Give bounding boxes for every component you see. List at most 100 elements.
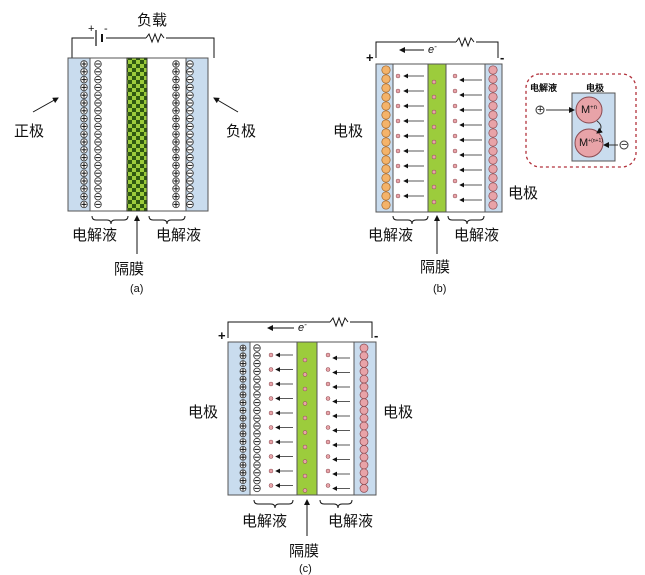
ion-dot [452, 118, 458, 124]
positive-label: 正极 [14, 122, 44, 140]
ion-dot [452, 148, 458, 154]
electrolyte-brace-right-c [319, 499, 353, 509]
electrode-particle-icon [381, 83, 391, 93]
svg-text:−: − [621, 139, 627, 151]
separator-b [427, 63, 447, 213]
inset-redox: 电解液 电极 M+n M+(n+1) + − [525, 73, 637, 168]
ion-dot [395, 73, 401, 79]
ion-dot [395, 148, 401, 154]
separator-label-c: 隔膜 [289, 542, 319, 560]
electrode-particle-icon [359, 445, 369, 454]
ion-dot [431, 94, 437, 100]
electrolyte-label-right: 电解液 [156, 226, 201, 244]
electrode-particle-icon [381, 146, 391, 156]
electrolyte-label-right-b: 电解液 [454, 226, 499, 244]
minus-charge-icon [619, 140, 629, 150]
electrode-particle-icon [488, 110, 498, 120]
electrode-particle-icon [381, 128, 391, 138]
electrode-label-right-b: 电极 [508, 184, 538, 202]
electrode-particle-icon [488, 191, 498, 201]
ion-dot [452, 193, 458, 199]
electrode-particle-icon [359, 398, 369, 407]
electron-symbol-c: e- [298, 320, 307, 334]
ion-dot [431, 169, 437, 175]
electrode-particle-icon [488, 155, 498, 165]
ion-dot [452, 88, 458, 94]
electrolyte-brace-right-b [447, 215, 485, 225]
minus-sign-b: - [500, 50, 504, 65]
electrode-particle-icon [488, 146, 498, 156]
minus-sign-c: - [374, 328, 378, 343]
ion-dot [431, 139, 437, 145]
negative-pointer [213, 97, 239, 113]
electrode-label-right-c: 电极 [383, 403, 413, 421]
ion-dot [431, 79, 437, 85]
ion-dot [395, 193, 401, 199]
resistor-icon-c [329, 316, 349, 328]
electrode-particle-icon [488, 137, 498, 147]
electrode-particle-icon [488, 65, 498, 75]
ion-dot [395, 163, 401, 169]
ion-dot [302, 415, 308, 421]
inset-electrode-label: 电极 [586, 82, 605, 94]
electrode-particle-icon [359, 468, 369, 478]
electron-symbol-b: e- [428, 42, 437, 56]
electrode-particle-icon [381, 191, 391, 201]
resistor-icon-b [455, 36, 475, 48]
plus-charge-icon [535, 105, 545, 115]
ion-dot [302, 430, 308, 435]
ion-dot [431, 184, 437, 190]
electrolyte-brace-right [148, 215, 186, 225]
electrode-particle-icon [359, 413, 369, 423]
ion-dot [431, 199, 437, 205]
electrode-particle-icon [359, 351, 369, 361]
electrolyte-brace-left-b [392, 215, 429, 225]
redox-curve-arrow [596, 120, 603, 134]
ion-dot [452, 103, 458, 109]
ion-dot [395, 88, 401, 94]
electrolyte-label-left-b: 电解液 [368, 226, 413, 244]
electrode-particle-icon [381, 173, 391, 183]
load-label: 负载 [137, 11, 167, 29]
svg-text:+: + [537, 104, 543, 116]
ion-dot [452, 133, 458, 139]
electrode-particle-icon [488, 200, 498, 210]
ion-dot [452, 163, 458, 169]
electrode-particle-icon [359, 429, 369, 439]
negative-label: 负极 [226, 122, 256, 140]
electrolyte-label-left: 电解液 [72, 226, 117, 244]
resistor-icon [145, 32, 165, 44]
electrode-particle-icon [381, 155, 391, 165]
ion-dot [325, 454, 331, 459]
electrode-particle-icon [381, 164, 391, 174]
caption-a: (a) [130, 283, 143, 295]
ion-bottom-label: M+(n+1) [579, 137, 603, 149]
ion-dot [395, 133, 401, 139]
electrode-particle-icon [359, 390, 369, 400]
ion-dot [325, 410, 331, 416]
ion-dot [325, 367, 331, 372]
electrode-particle-icon [359, 476, 369, 485]
electrode-particle-icon [359, 437, 369, 446]
electrode-particle-icon [359, 367, 369, 376]
ion-dot [302, 401, 308, 406]
electrode-particle-icon [488, 173, 498, 183]
electrode-particle-icon [381, 65, 391, 75]
positive-pointer [32, 97, 59, 113]
electrode-particle-icon [381, 101, 391, 111]
ion-dot [452, 178, 458, 184]
ion-top-label: M+n [581, 104, 597, 116]
electrode-particle-icon [381, 119, 391, 129]
caption-b: (b) [433, 283, 446, 295]
ion-dot [268, 381, 274, 387]
plus-sign-c: + [218, 328, 226, 343]
electrode-particle-icon [381, 182, 391, 192]
ion-dot [268, 483, 274, 488]
ion-dot [395, 103, 401, 109]
ion-dot [452, 73, 458, 79]
electrode-particle-icon [488, 92, 498, 102]
electrode-label-left-c: 电极 [188, 403, 218, 421]
ion-dot [325, 396, 331, 401]
electrode-particle-icon [359, 343, 369, 353]
ion-dot [268, 410, 274, 416]
